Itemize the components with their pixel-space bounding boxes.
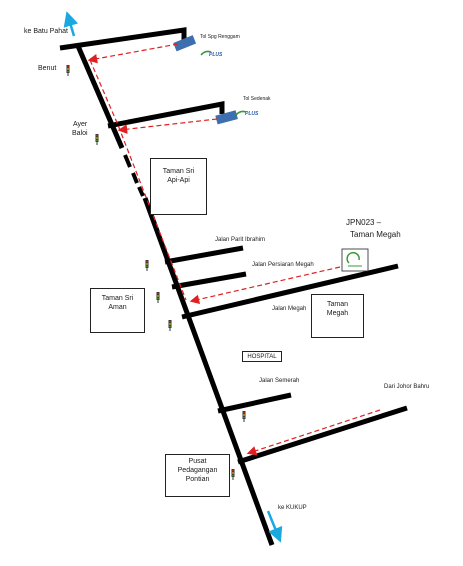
box-line: Aman	[108, 303, 127, 311]
box-taman-sri-aman: Taman Sri Aman	[90, 288, 145, 333]
box-line: Taman Sri	[101, 295, 134, 302]
box-taman-megah: Taman Megah	[311, 294, 364, 338]
label-tol-sedenak: Tol Sedenak	[243, 96, 271, 102]
label-jalan-megah: Jalan Megah	[272, 306, 307, 312]
box-line: Api-Api	[167, 176, 190, 184]
road-jalan-semerah	[217, 392, 292, 414]
traffic-light-icon	[168, 320, 172, 331]
box-line: Pontian	[185, 475, 210, 483]
box-hospital: HOSPITAL	[242, 351, 282, 362]
plus-logo	[200, 50, 212, 56]
box-line: Taman	[326, 301, 348, 308]
label-ke-kukup: ke KUKUP	[278, 505, 307, 511]
road-jalan-persiaran-megah	[171, 271, 247, 290]
label-benut: Benut	[38, 65, 57, 72]
box-line: Taman Sri	[162, 168, 195, 175]
hospital-crescent-icon	[224, 344, 236, 368]
traffic-light-icon	[95, 134, 99, 145]
road-jalan-parit-ibrahim	[164, 245, 244, 265]
label-ayer: Ayer	[73, 121, 88, 128]
box-line: HOSPITAL	[247, 354, 277, 360]
box-line: Pedagangan	[177, 466, 218, 474]
box-taman-sri-api-api: Taman Sri Api-Api	[150, 158, 207, 215]
box-line: Pusat	[188, 458, 207, 465]
label-tol-spg-renggam: Tol Spg Renggam	[200, 34, 240, 40]
box-pusat-pedagangan-pontian: Pusat Pedagangan Pontian	[165, 454, 230, 497]
label-dari-johor-bahru: Dari Johor Bahru	[384, 384, 430, 390]
box-line: Megah	[326, 309, 349, 317]
traffic-light-icon	[145, 260, 149, 271]
traffic-light-icon	[231, 469, 235, 480]
label-jalan-parit-ibrahim: Jalan Parit Ibrahim	[215, 237, 266, 243]
direction-arrow-icon	[266, 510, 283, 543]
main-road	[75, 45, 275, 546]
direction-arrow-icon	[63, 11, 79, 37]
jpn-logo	[341, 248, 369, 272]
road-johor-bahru	[237, 405, 408, 465]
label-ke-batu-pahat: ke Batu Pahat	[24, 28, 68, 35]
label-baloi: Baloi	[72, 130, 88, 137]
traffic-light-icon	[242, 411, 246, 422]
label-jalan-semerah: Jalan Semerah	[259, 378, 300, 384]
road-jalan-megah	[181, 263, 399, 320]
plus-logo-text: PLUS	[245, 111, 259, 117]
plus-logo-text: PLUS	[209, 52, 223, 58]
label-taman-megah-jpn: Taman Megah	[350, 230, 401, 239]
toll-booth-icon	[215, 110, 238, 125]
traffic-light-icon	[66, 65, 70, 76]
label-jalan-persiaran-megah: Jalan Persiaran Megah	[252, 262, 314, 268]
traffic-light-icon	[156, 292, 160, 303]
dashed-route	[87, 43, 381, 456]
plus-logo	[235, 110, 247, 116]
toll-booth-icon	[173, 35, 197, 52]
side-roads	[59, 27, 408, 465]
label-jpn023: JPN023 –	[346, 218, 382, 227]
road-toll-spg-renggam	[59, 27, 187, 51]
road-toll-sedenak	[107, 100, 225, 129]
